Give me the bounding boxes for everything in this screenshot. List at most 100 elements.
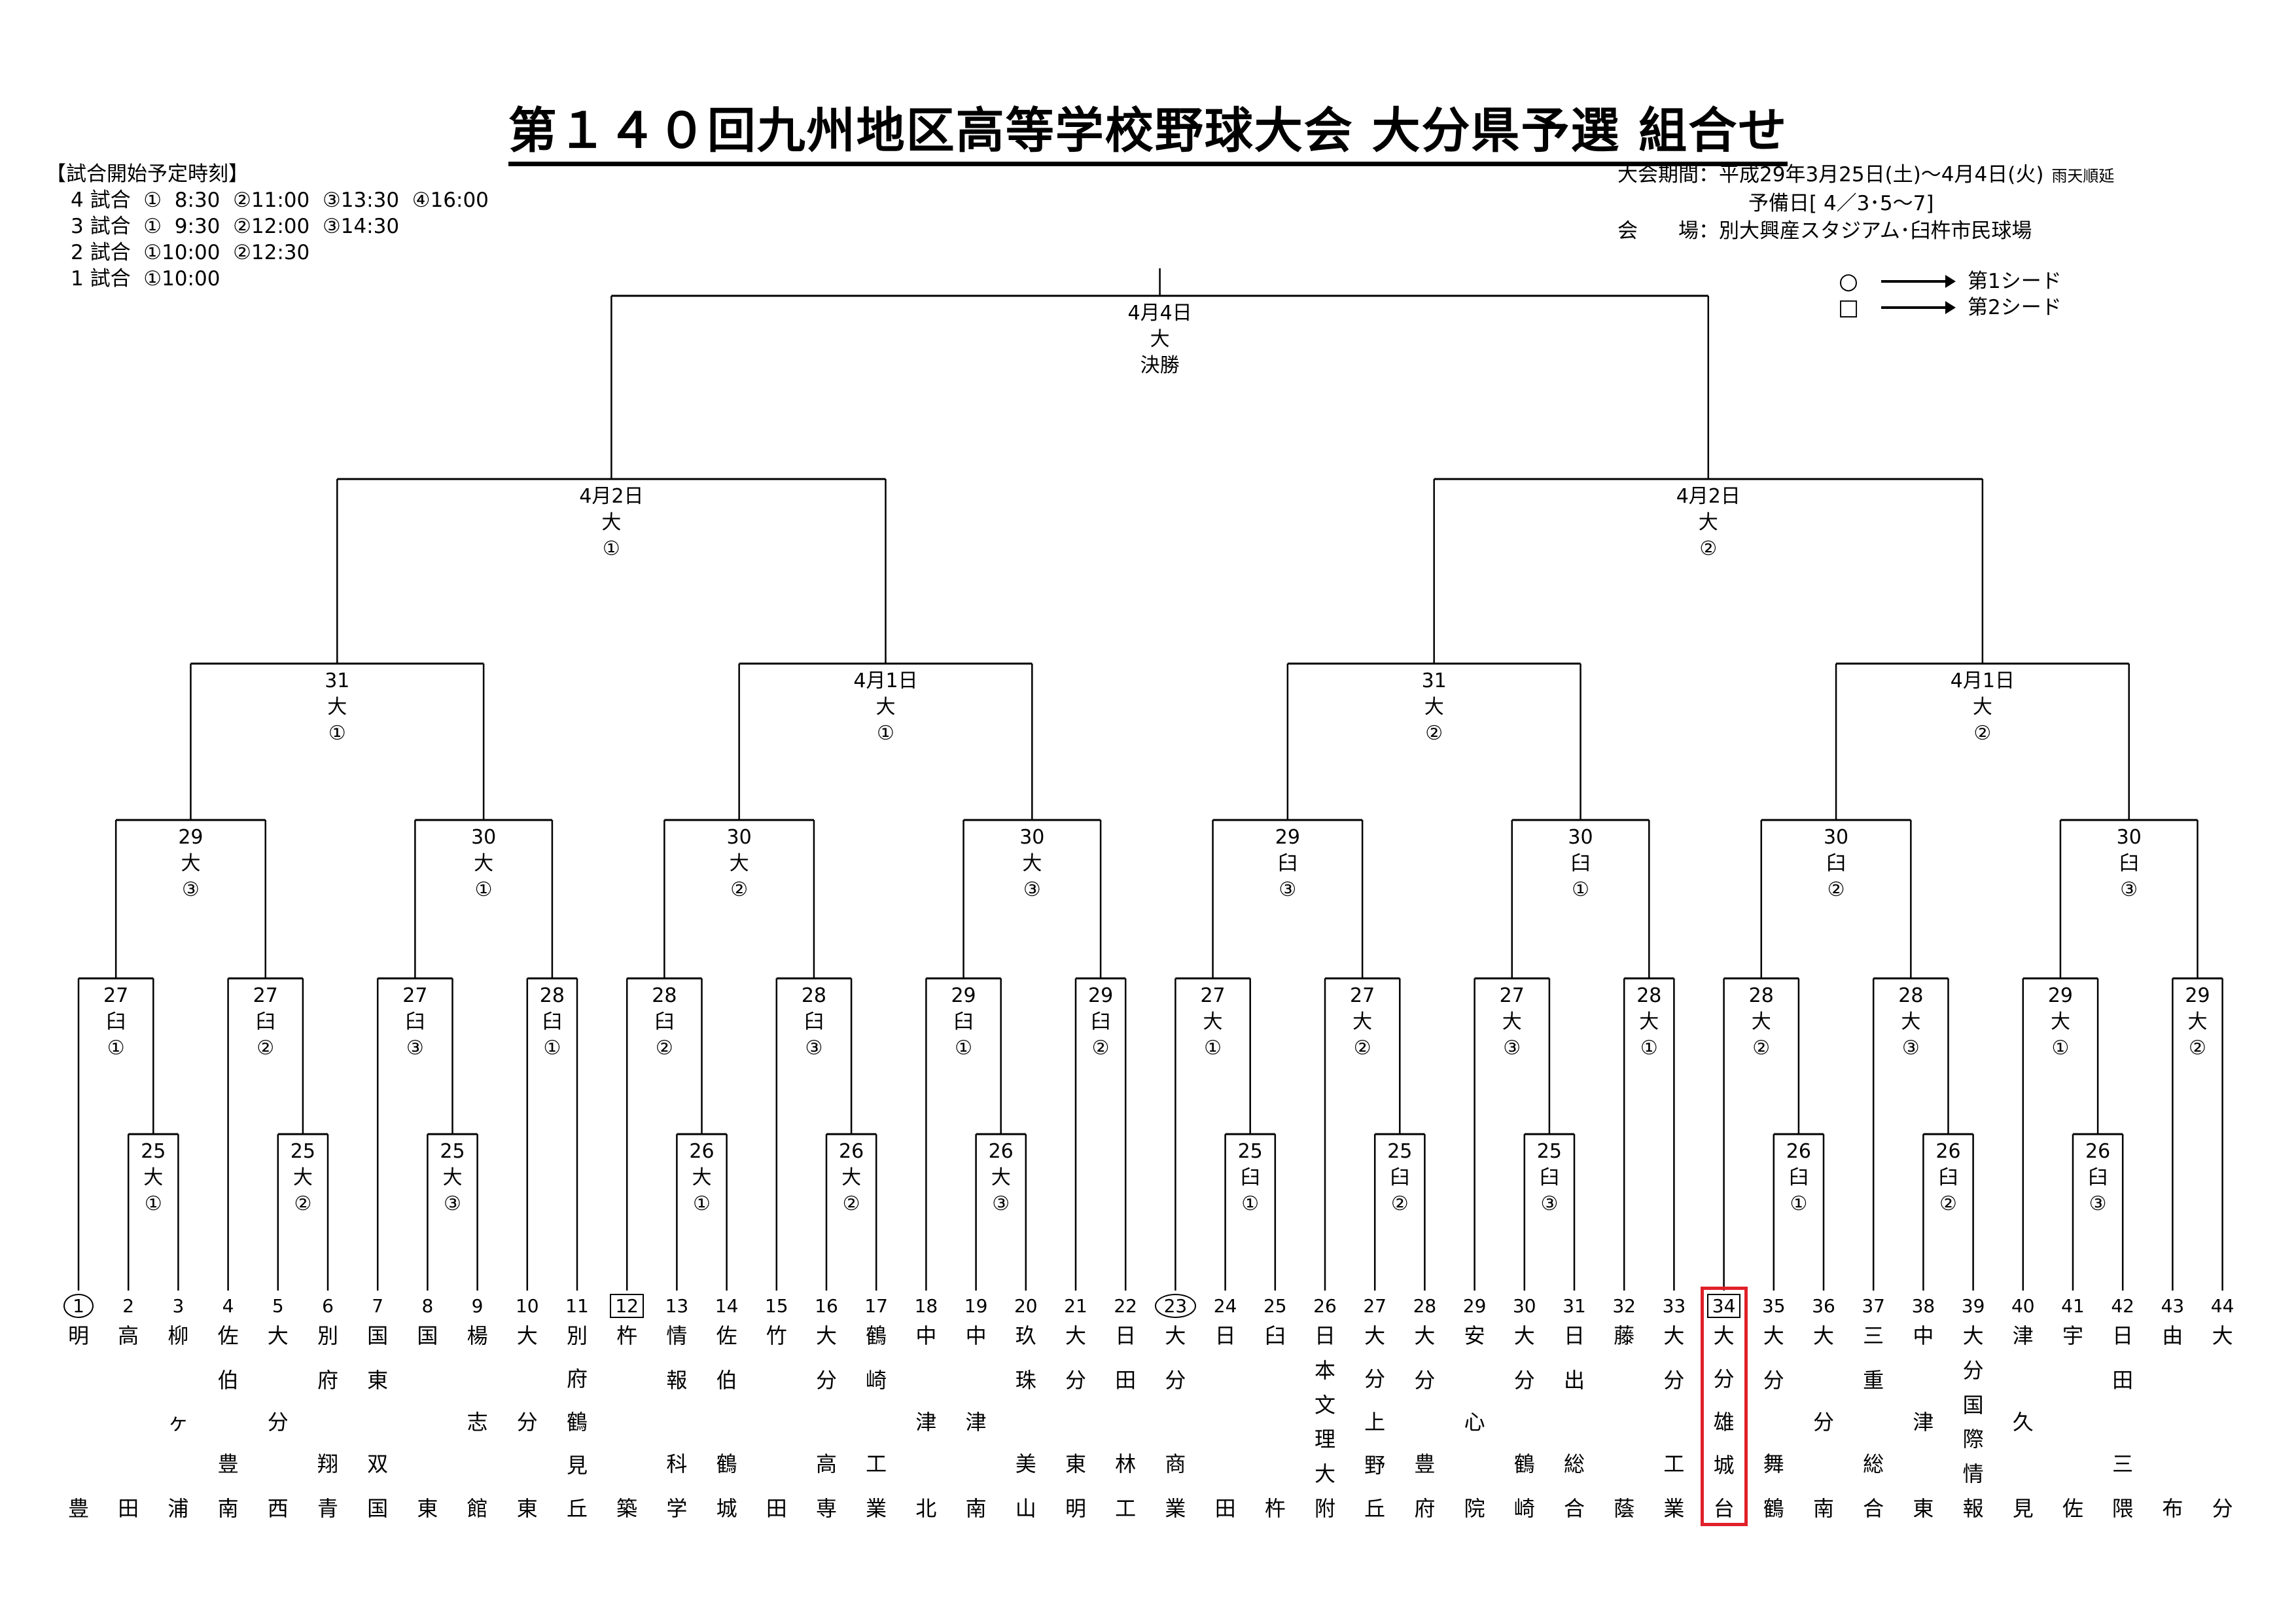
svg-text:②: ② [1092,1037,1110,1060]
svg-text:27: 27 [1500,984,1525,1007]
team-number: 21 [1064,1295,1087,1317]
svg-text:大: 大 [1150,328,1170,351]
svg-text:臼: 臼 [1390,1166,1409,1189]
svg-text:臼: 臼 [106,1010,126,1033]
svg-text:31: 31 [325,669,349,692]
team-name: 玖珠 美山 [1015,1323,1036,1521]
square-icon: □ [1837,294,1860,321]
svg-text:①: ① [2051,1037,2069,1060]
team-number: 44 [2210,1295,2234,1317]
team-name: 明豊 [67,1323,89,1521]
team-number: 33 [1662,1295,1686,1317]
team-number: 13 [665,1295,689,1317]
svg-text:28: 28 [540,984,565,1007]
svg-text:大: 大 [841,1166,861,1189]
svg-text:29: 29 [1275,826,1300,849]
team-number: 4 [222,1295,234,1317]
svg-text:①: ① [107,1037,125,1060]
svg-text:臼: 臼 [1826,852,1846,875]
svg-text:②: ② [1354,1037,1371,1060]
team-name: 大 分 東 [516,1323,538,1521]
team-name: 国東 双国 [367,1323,389,1521]
svg-text:臼: 臼 [2088,1166,2108,1189]
schedule-row-2-games: 2 試合 ①10:00 ②12:30 [71,241,310,264]
team-number: 20 [1014,1295,1038,1317]
team-number: 17 [864,1295,888,1317]
svg-text:大: 大 [1639,1010,1659,1033]
first-seed-number: 1 [56,1294,101,1318]
legend-second-seed: □ 第2シード [1835,294,2062,321]
reserve-days: 予備日[ 4／3･5～7] [1748,192,1934,215]
team-number: 2 [122,1295,135,1317]
svg-text:27: 27 [1200,984,1225,1007]
svg-text:30: 30 [2117,826,2142,849]
svg-text:大: 大 [1699,511,1718,534]
team-name: 藤蔭 [1614,1323,1635,1521]
team-name: 中 津 東 [1913,1323,1934,1521]
svg-text:大: 大 [181,852,200,875]
svg-text:29: 29 [2185,984,2210,1007]
team-name: 竹田 [766,1323,787,1521]
team-name: 大分国際情報 [1962,1323,1984,1521]
legend-label: 第1シード [1968,270,2062,293]
team-name: 大分上野丘 [1364,1323,1386,1521]
svg-text:30: 30 [1568,826,1593,849]
team-name: 大分 鶴崎 [1513,1323,1535,1521]
svg-text:臼: 臼 [1571,852,1591,875]
svg-text:③: ③ [1503,1037,1521,1060]
svg-text:26: 26 [839,1140,864,1163]
svg-text:大: 大 [1352,1010,1372,1033]
team-name: 日田 林工 [1115,1323,1137,1521]
svg-text:臼: 臼 [2119,852,2139,875]
svg-text:大: 大 [1901,1010,1920,1033]
team-name: 大分 商業 [1165,1323,1186,1521]
team-entry: 21 大分 東明 [1053,1294,1099,1522]
svg-text:27: 27 [103,984,128,1007]
team-entry: 12 杵築 [604,1294,650,1522]
svg-text:30: 30 [471,826,496,849]
team-name: 由布 [2162,1323,2183,1521]
team-name: 大分 豊府 [1414,1323,1436,1521]
svg-text:30: 30 [727,826,752,849]
svg-text:26: 26 [689,1140,714,1163]
team-name: 杵築 [616,1323,638,1521]
svg-text:大: 大 [1022,852,1042,875]
second-seed-number: 12 [604,1294,650,1318]
svg-text:4月1日: 4月1日 [1951,669,2015,692]
team-name: 大分 東明 [1065,1323,1086,1521]
svg-text:①: ① [1204,1037,1222,1060]
start-time-schedule: 【試合開始予定時刻】 4 試合 ① 8:30 ②11:00 ③13:30 ④16… [46,161,489,292]
svg-text:大: 大 [293,1166,313,1189]
svg-text:①: ① [543,1037,561,1060]
team-number: 38 [1911,1295,1935,1317]
svg-text:大: 大 [2188,1010,2208,1033]
svg-text:臼: 臼 [256,1010,275,1033]
svg-text:臼: 臼 [1091,1010,1110,1033]
svg-text:30: 30 [1019,826,1044,849]
svg-text:②: ② [1425,722,1443,745]
